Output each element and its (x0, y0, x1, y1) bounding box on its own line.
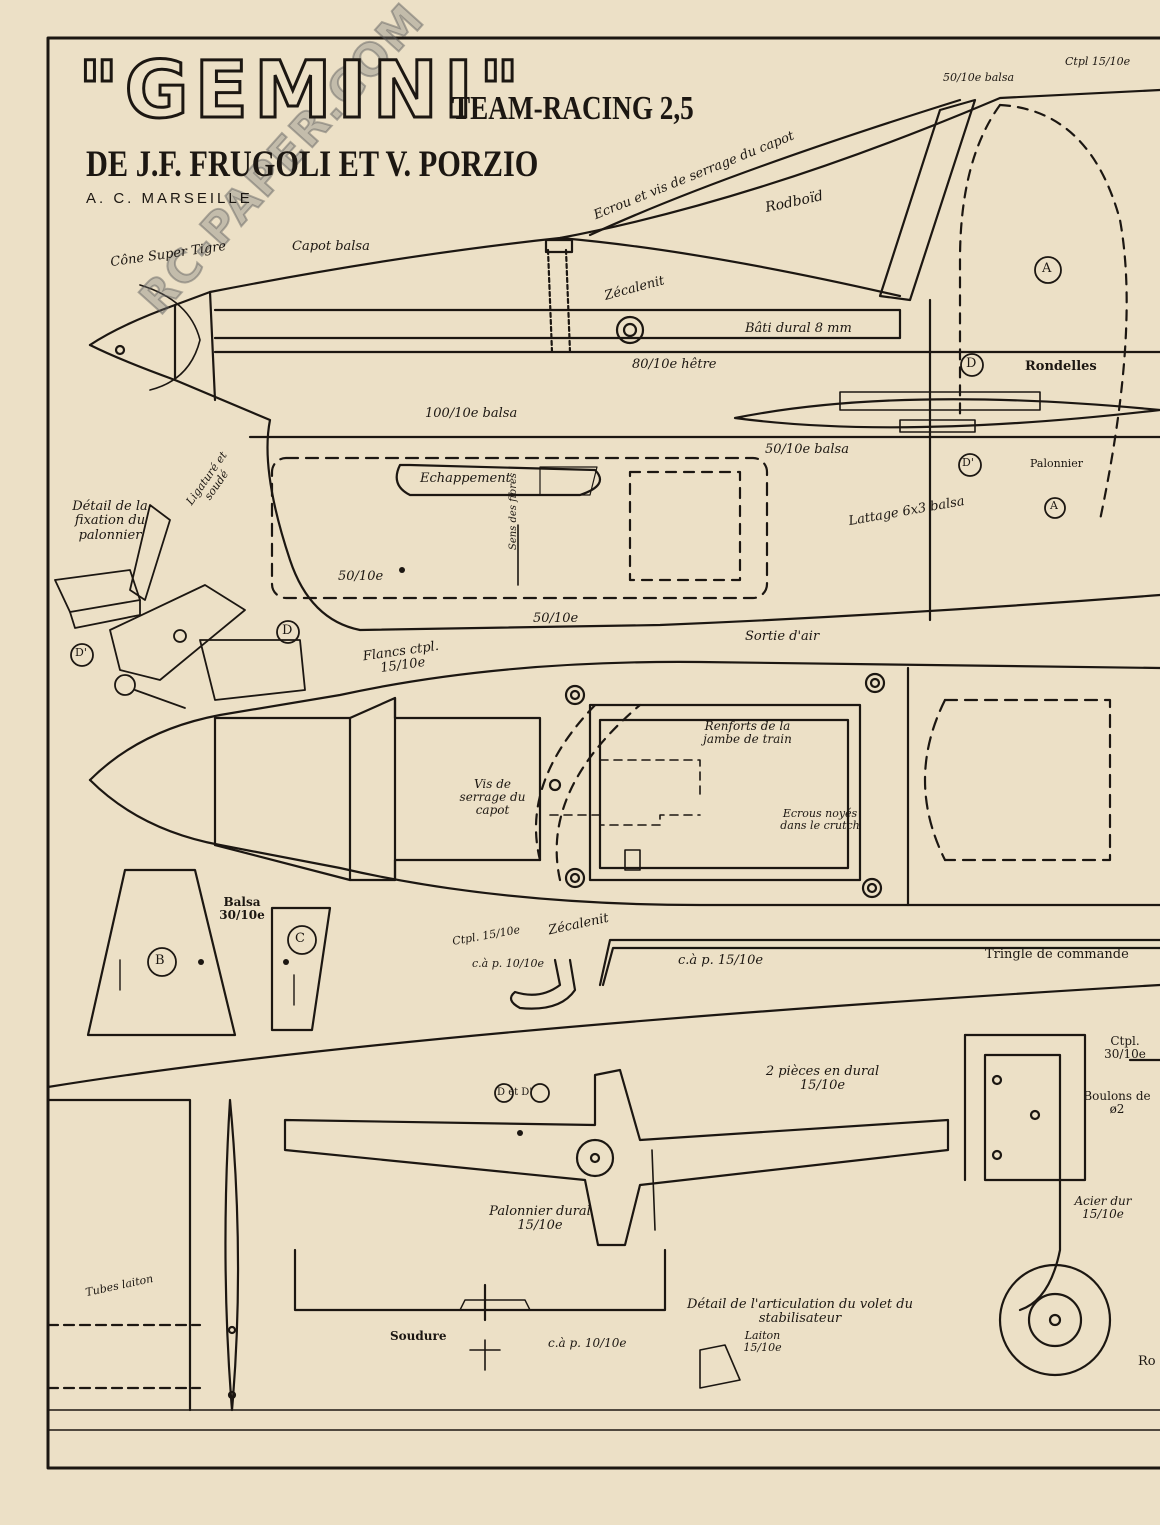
plan-club: A. C. MARSEILLE (86, 190, 253, 207)
zecalenit-hook (509, 958, 577, 1010)
label-pieces-dural: 2 pièces en dural 15/10e (765, 1064, 880, 1094)
label-ecrous: Ecrous noyés dans le crutch (780, 807, 860, 833)
marker-a2: A (1050, 499, 1058, 512)
marker-b-circle (147, 947, 177, 977)
marker-d-et-dp: D et D' (497, 1087, 533, 1098)
label-vis-serrage: Vis de serrage du capot (459, 777, 526, 818)
marker-c: C (295, 931, 305, 946)
part-c-outline (270, 906, 332, 1032)
marker-d: D (966, 356, 977, 371)
label-palonnier-dural: Palonnier dural 15/10e (489, 1204, 591, 1234)
control-rod (598, 938, 1160, 987)
label-tringle: Tringle de commande (985, 947, 1129, 962)
stab-panel (46, 1098, 192, 1412)
label-capot: Capot balsa (292, 239, 370, 254)
wing-rib-profile (224, 1098, 240, 1412)
label-balsa-100: 100/10e balsa (425, 406, 518, 421)
plan-title: "GEMINI" (77, 46, 526, 136)
marker-a2-circle (1044, 497, 1066, 519)
label-cap-10: c.à p. 10/10e (472, 957, 544, 970)
marker-c-circle (287, 925, 317, 955)
label-cap-15: c.à p. 15/10e (678, 953, 764, 968)
marker-detd-circle-1 (494, 1083, 514, 1103)
label-balsa-50-mid: 50/10e balsa (765, 442, 849, 457)
marker-d2-circle (276, 620, 300, 644)
label-detail-fixation: Détail de la fixation du palonnier (72, 499, 148, 543)
label-balsa-50-a: 50/10e (338, 569, 384, 584)
label-detail-articulation: Détail de l'articulation du volet du sta… (687, 1297, 913, 1327)
fuselage-side-view (88, 88, 1160, 632)
label-palonnier: Palonnier (1030, 457, 1084, 470)
label-acier: Acier dur 15/10e (1074, 1194, 1132, 1222)
label-balsa-50-b: 50/10e (533, 611, 579, 626)
marker-dp2-circle (70, 643, 94, 667)
marker-d2: D (282, 623, 293, 638)
plan-class: TEAM-RACING 2,5 (452, 90, 694, 127)
label-balsa-30: Balsa 30/10e (219, 895, 265, 923)
label-sortie-air: Sortie d'air (745, 629, 820, 644)
acier-bracket (963, 1033, 1087, 1312)
label-bati: Bâti dural 8 mm (745, 321, 852, 336)
label-rondelles: Rondelles (1025, 359, 1097, 374)
border-frame (46, 36, 1160, 1470)
marker-d-circle (960, 353, 984, 377)
part-b-outline (86, 868, 237, 1037)
label-hetre: 80/10e hêtre (632, 357, 717, 372)
label-sens-fibres: Sens des fibres (508, 472, 519, 550)
laiton-plate (699, 1344, 741, 1389)
plan-authors: DE J.F. FRUGOLI ET V. PORZIO (86, 144, 539, 185)
label-laiton: Laiton 15/10e (743, 1329, 782, 1355)
articulation-detail (293, 1248, 667, 1312)
label-echappement: Echappement (420, 471, 511, 486)
marker-dp-circle (958, 453, 982, 477)
label-renforts: Renforts de la jambe de train (703, 719, 792, 747)
palonnier-fixation-detail (54, 504, 306, 709)
fuselage-plan-view (88, 660, 1160, 907)
frame-divider (46, 983, 1160, 1089)
wheel-outline (998, 1263, 1112, 1377)
dural-palonnier-part (283, 1068, 950, 1247)
label-ctpl-30: Ctpl. 30/10e (1104, 1034, 1146, 1062)
marker-b: B (155, 953, 165, 968)
label-balsa-50-top: 50/10e balsa (943, 71, 1015, 84)
marker-dp: D' (962, 456, 974, 469)
marker-detd-circle-2 (530, 1083, 550, 1103)
label-ro: Ro (1138, 1354, 1156, 1369)
marker-dp2: D' (75, 646, 87, 659)
label-boulons: Boulons de ø2 (1083, 1089, 1151, 1117)
label-cap-10-b: c.à p. 10/10e (548, 1336, 627, 1350)
marker-a-circle (1034, 256, 1062, 284)
label-ctpl-top: Ctpl 15/10e (1065, 55, 1131, 68)
marker-a: A (1042, 261, 1052, 276)
label-soudure: Soudure (390, 1329, 447, 1343)
